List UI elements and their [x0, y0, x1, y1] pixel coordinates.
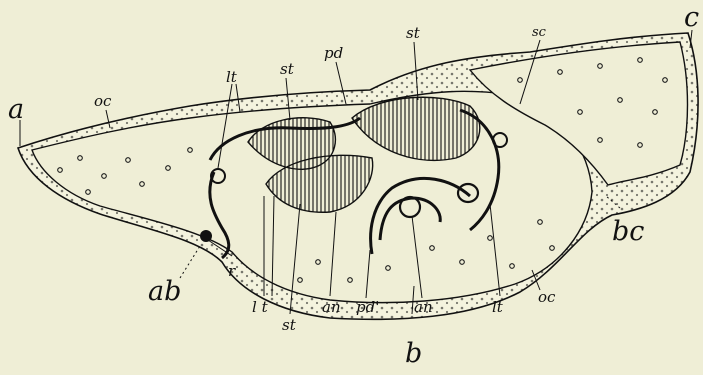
label-pd: pd [324, 44, 343, 62]
label-r: r [228, 262, 236, 280]
label-st-top-left: st [280, 60, 295, 78]
label-st-bottom: st [282, 316, 297, 334]
label-sc: sc [532, 25, 547, 40]
label-an-left: an [322, 298, 341, 316]
label-pd-prime: pd' [356, 298, 379, 316]
label-ab: ab [148, 276, 181, 307]
label-st-top-right: st [406, 24, 421, 42]
label-oc-left: oc [94, 92, 112, 110]
label-lt-bottom-right: lt [492, 298, 504, 316]
label-a: a [8, 94, 24, 125]
label-lt-top: lt [226, 68, 238, 86]
label-bc: bc [612, 216, 644, 247]
blastopore [200, 230, 212, 242]
label-oc-right: oc [538, 288, 556, 306]
label-b: b [405, 338, 422, 369]
label-c: c [684, 2, 699, 33]
label-an-right: an [414, 298, 433, 316]
label-lt-bottom-left: l t [252, 298, 269, 316]
